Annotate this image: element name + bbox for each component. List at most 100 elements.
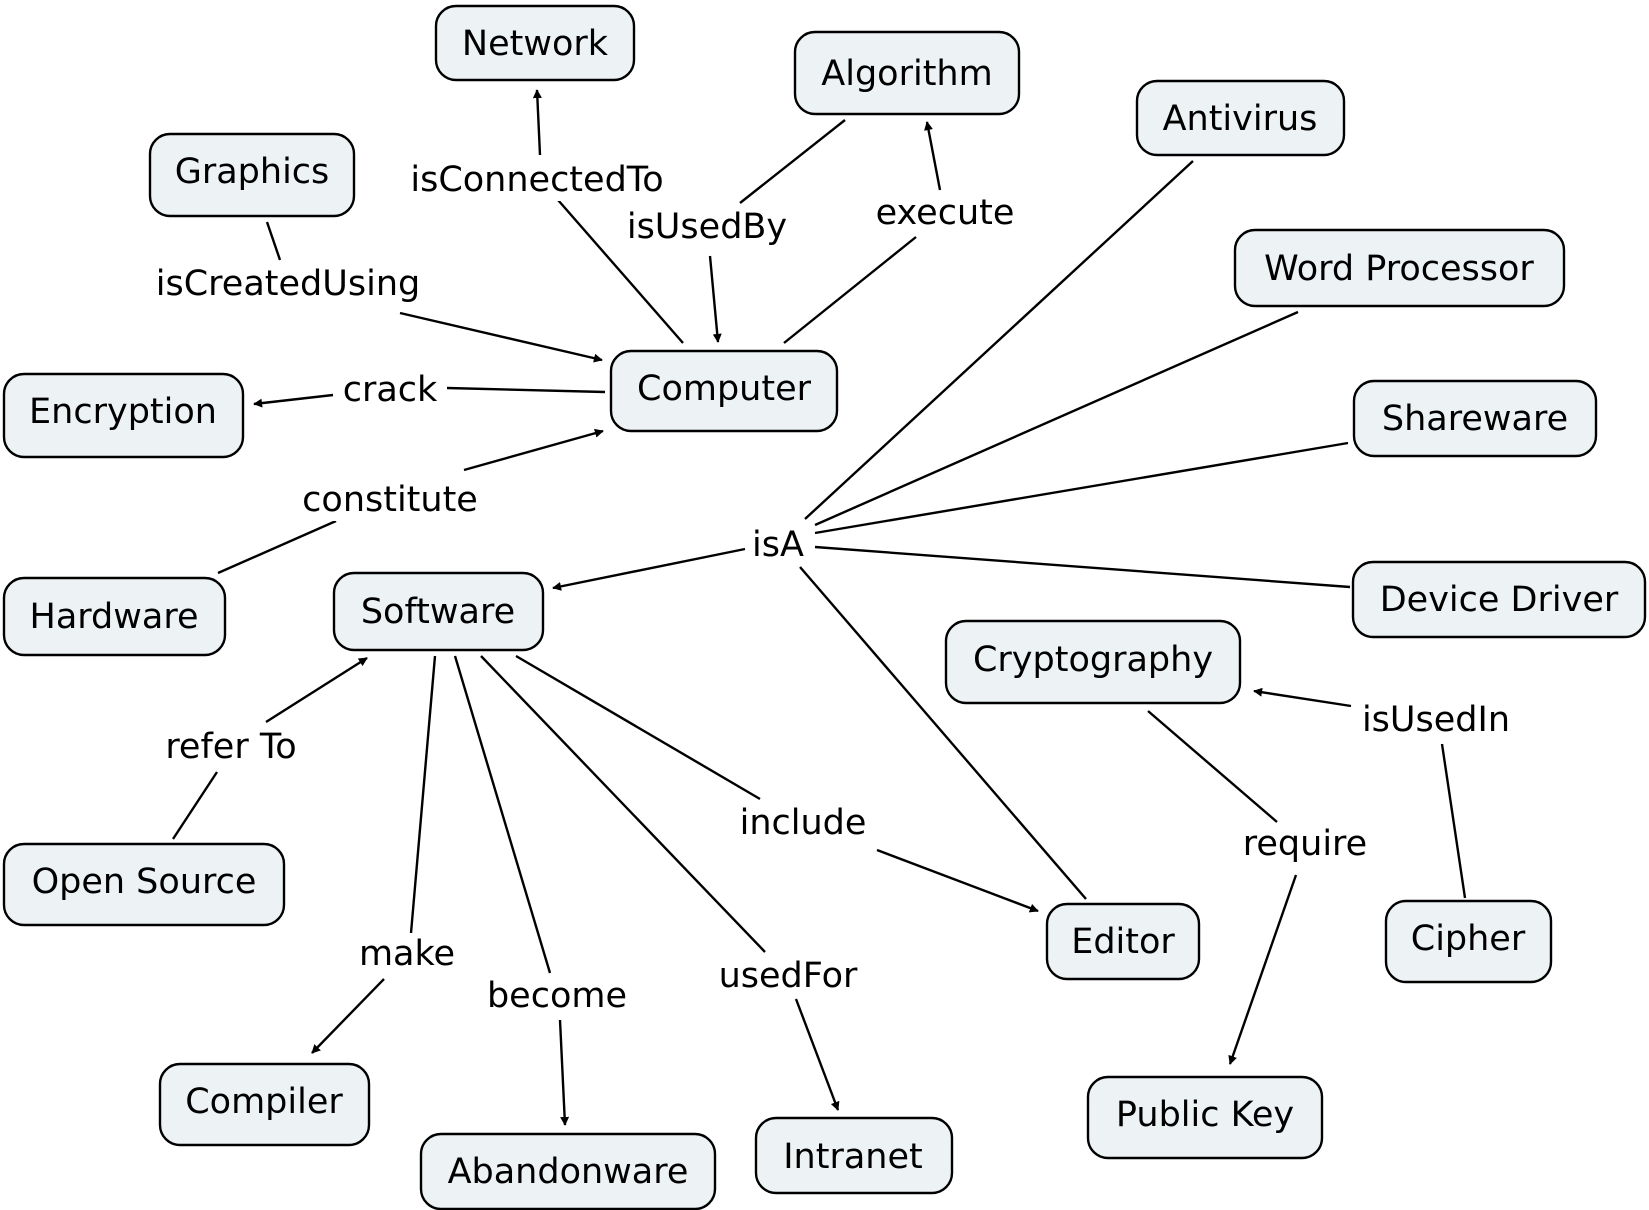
link-label-background	[1238, 823, 1372, 865]
link-label-background	[354, 933, 460, 975]
concept-label: Device Driver	[1380, 580, 1619, 620]
concept-label: Open Source	[32, 862, 257, 902]
edge-software-usedfor	[480, 655, 766, 953]
edge-computer-isconnectedto	[557, 199, 684, 344]
concept-label: Editor	[1071, 922, 1175, 962]
concept-label: Cryptography	[973, 640, 1213, 680]
concept-label: Software	[361, 592, 515, 632]
edge-software-include	[515, 654, 761, 801]
concept-device-driver[interactable]: Device Driver	[1351, 560, 1647, 639]
concept-editor[interactable]: Editor	[1045, 902, 1201, 981]
concept-antivirus[interactable]: Antivirus	[1135, 79, 1346, 157]
link-label-referto: refer To	[165, 727, 296, 767]
concept-label: Word Processor	[1264, 249, 1534, 289]
concept-label: Graphics	[175, 152, 330, 192]
concept-hardware[interactable]: Hardware	[2, 576, 227, 657]
link-label-background	[338, 369, 443, 411]
link-label-execute: execute	[876, 193, 1015, 233]
link-label-require: require	[1243, 824, 1367, 864]
link-label-background	[735, 802, 871, 844]
link-label-background	[482, 975, 632, 1017]
link-label-background	[622, 206, 792, 248]
concept-abandonware[interactable]: Abandonware	[419, 1132, 717, 1210]
concept-label: Encryption	[29, 392, 217, 432]
concept-label: Compiler	[185, 1082, 343, 1122]
link-label-isusedby: isUsedBy	[627, 207, 787, 247]
concept-graphics[interactable]: Graphics	[148, 132, 356, 218]
concept-label: Cipher	[1411, 919, 1526, 959]
concept-word-processor[interactable]: Word Processor	[1233, 228, 1566, 308]
edge-make-compiler	[311, 978, 385, 1054]
edge-shareware-isa	[814, 441, 1349, 535]
edge-isusedin-cryptography	[1253, 687, 1352, 708]
edge-devicedriver-isa	[814, 545, 1351, 589]
edge-cipher-isusedin	[1440, 743, 1467, 899]
concept-public-key[interactable]: Public Key	[1086, 1075, 1324, 1160]
concept-label: Antivirus	[1163, 99, 1318, 139]
concept-computer[interactable]: Computer	[609, 349, 839, 433]
link-label-background	[714, 955, 863, 997]
concept-label: Hardware	[30, 597, 199, 637]
connections	[171, 89, 1467, 1126]
concept-software[interactable]: Software	[332, 571, 545, 652]
link-label-background	[151, 263, 425, 305]
link-label-background	[1357, 699, 1515, 741]
link-label-background	[748, 524, 809, 566]
link-label-background	[871, 192, 1019, 234]
edge-hardware-constitute	[217, 519, 337, 575]
edge-opensource-referto	[171, 771, 219, 840]
concept-label: Abandonware	[448, 1152, 689, 1192]
edge-referto-software	[265, 656, 368, 724]
concept-cipher[interactable]: Cipher	[1384, 899, 1553, 984]
edge-software-make	[409, 655, 437, 934]
edge-become-abandonware	[558, 1019, 570, 1126]
edge-software-become	[453, 655, 552, 974]
edge-wordprocessor-isa	[814, 310, 1299, 527]
concept-encryption[interactable]: Encryption	[2, 372, 245, 459]
concept-label: Intranet	[783, 1137, 923, 1177]
link-labels: isConnectedTo isUsedBy execute isCreated…	[151, 159, 1515, 1017]
concept-open-source[interactable]: Open Source	[2, 842, 286, 927]
edge-constitute-computer	[463, 428, 604, 472]
edge-cryptography-require	[1147, 710, 1278, 823]
link-label-constitute: constitute	[302, 480, 478, 520]
link-label-crack: crack	[343, 370, 438, 410]
edge-antivirus-isa	[804, 160, 1194, 520]
link-label-become: become	[487, 976, 627, 1016]
link-label-usedfor: usedFor	[719, 956, 858, 996]
edge-include-editor	[876, 848, 1039, 913]
edge-algorithm-isusedby	[739, 119, 846, 204]
link-label-background	[298, 479, 482, 521]
link-label-isa: isA	[752, 525, 804, 565]
concept-shareware[interactable]: Shareware	[1352, 379, 1598, 458]
concept-label: Network	[462, 24, 609, 64]
edge-isa-software	[552, 547, 746, 591]
edge-isusedby-computer	[708, 255, 722, 343]
concept-intranet[interactable]: Intranet	[754, 1116, 954, 1195]
concept-label: Shareware	[1382, 399, 1568, 439]
concept-label: Computer	[637, 369, 812, 409]
concept-algorithm[interactable]: Algorithm	[793, 30, 1021, 116]
edge-isconnectedto-network	[532, 89, 542, 156]
concept-cryptography[interactable]: Cryptography	[944, 619, 1242, 705]
edge-computer-crack	[446, 386, 606, 394]
edge-execute-algorithm	[924, 121, 942, 191]
link-label-include: include	[740, 803, 867, 843]
link-label-isusedin: isUsedIn	[1362, 700, 1510, 740]
concept-network[interactable]: Network	[434, 4, 636, 82]
edge-crack-encryption	[253, 393, 334, 408]
link-label-iscreatedusing: isCreatedUsing	[156, 264, 420, 304]
edge-computer-execute	[783, 236, 917, 344]
edge-editor-isa	[799, 566, 1087, 900]
link-label-make: make	[359, 934, 455, 974]
edge-require-publickey	[1228, 874, 1298, 1065]
concept-label: Public Key	[1116, 1095, 1294, 1135]
concepts: Network Algorithm Antivirus Graphics Wor…	[2, 4, 1647, 1210]
edge-graphics-iscreatedusing	[265, 221, 282, 261]
link-label-isconnectedto: isConnectedTo	[410, 160, 663, 200]
concept-label: Algorithm	[821, 54, 992, 94]
concept-compiler[interactable]: Compiler	[158, 1062, 371, 1147]
edge-usedfor-intranet	[794, 998, 840, 1111]
edge-iscreatedusing-computer	[399, 311, 603, 363]
link-label-background	[406, 159, 668, 201]
